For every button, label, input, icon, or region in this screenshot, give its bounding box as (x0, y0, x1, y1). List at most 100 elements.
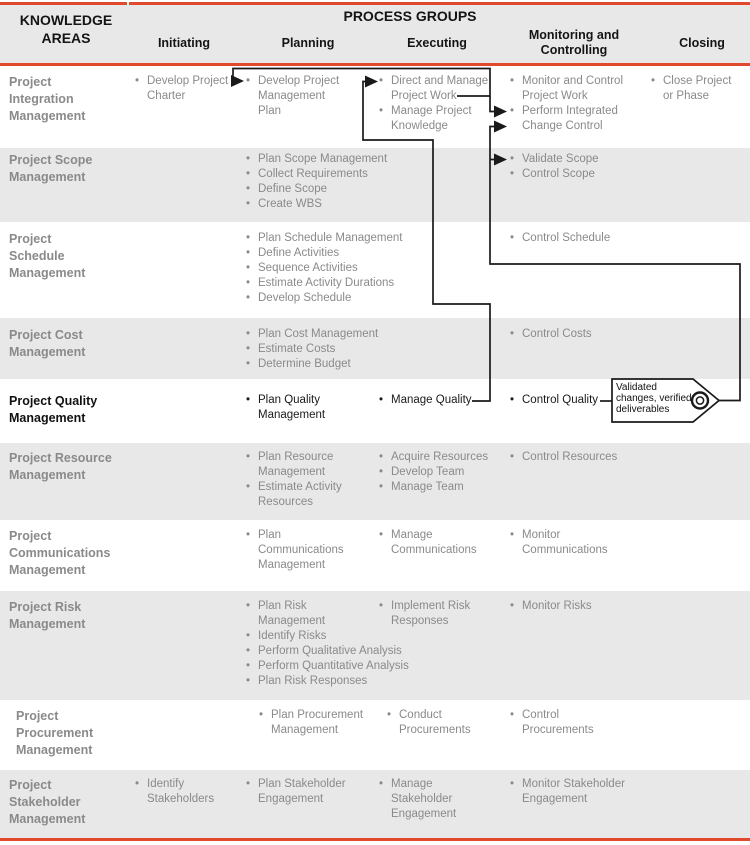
cell-monitoring: •Monitor Risks (510, 599, 655, 614)
process-item: •Perform Qualitative Analysis (246, 645, 402, 657)
process-groups-heading: PROCESS GROUPS (343, 8, 477, 24)
bullet-icon: • (246, 277, 251, 289)
bullet-icon: • (651, 75, 656, 87)
process-item: •Define Activities (246, 247, 340, 259)
cell-executing: •Manage Quality (379, 393, 504, 408)
process-item: •Develop Schedule (246, 292, 352, 304)
bullet-icon: • (379, 600, 384, 612)
knowledge-areas-heading: KNOWLEDGE AREAS (19, 12, 113, 46)
bullet-icon: • (246, 262, 251, 274)
cell-monitoring: •Control Costs (510, 327, 655, 342)
process-item: •Plan Risk Responses (246, 675, 368, 687)
process-item: •Define Scope (246, 183, 328, 195)
process-item: •Plan Scope Management (246, 153, 388, 165)
bullet-icon: • (379, 529, 384, 541)
bullet-icon: • (510, 232, 515, 244)
bullet-icon: • (379, 75, 384, 87)
header-bottom-border-line (0, 63, 750, 66)
cell-planning: •Plan Schedule Management•Define Activit… (246, 231, 418, 306)
bullet-icon: • (246, 247, 251, 259)
tag-label: Validated changes, verified deliverables (616, 382, 692, 415)
cell-planning: •Plan Scope Management •Collect Requireme… (246, 152, 418, 212)
process-item: •Control Scope (510, 168, 595, 180)
process-item: •Sequence Activities (246, 262, 358, 274)
cell-executing: •Acquire Resources•Develop Team•Manage T… (379, 450, 504, 495)
bullet-icon: • (246, 675, 251, 687)
process-item: •Collect Requirements (246, 168, 368, 180)
column-header-monitoring-controlling: Monitoring and Controlling (528, 28, 620, 57)
bullet-icon: • (379, 778, 384, 790)
process-item: •Identify Risks (246, 630, 327, 642)
bullet-icon: • (510, 75, 515, 87)
bullet-icon: • (246, 153, 251, 165)
process-item: •Estimate Costs (246, 343, 336, 355)
bullet-icon: • (246, 183, 251, 195)
bullet-icon: • (510, 451, 515, 463)
bullet-icon: • (246, 660, 251, 672)
process-item: •Control Schedule (510, 232, 611, 244)
bullet-icon: • (246, 778, 251, 790)
bullet-icon: • (510, 153, 515, 165)
bullet-icon: • (259, 709, 264, 721)
process-item: •Manage Quality (379, 394, 472, 406)
header-band (0, 5, 750, 63)
bullet-icon: • (246, 75, 251, 87)
bullet-icon: • (510, 709, 515, 721)
process-item: •Acquire Resources (379, 451, 489, 463)
cell-planning: •Plan Cost Management•Estimate Costs•Det… (246, 327, 418, 372)
bullet-icon: • (510, 105, 515, 117)
bullet-icon: • (135, 778, 140, 790)
bullet-icon: • (510, 529, 515, 541)
bullet-icon: • (246, 600, 251, 612)
process-item: •Control Resources (510, 451, 618, 463)
bullet-icon: • (135, 75, 140, 87)
bullet-icon: • (246, 529, 251, 541)
bullet-icon: • (379, 105, 384, 117)
bullet-icon: • (379, 481, 384, 493)
bullet-icon: • (246, 451, 251, 463)
bullet-icon: • (379, 466, 384, 478)
bullet-icon: • (246, 168, 251, 180)
bullet-icon: • (510, 778, 515, 790)
bullet-icon: • (246, 232, 251, 244)
bottom-border-line (0, 838, 750, 841)
bullet-icon: • (246, 358, 251, 370)
bullet-icon: • (510, 328, 515, 340)
